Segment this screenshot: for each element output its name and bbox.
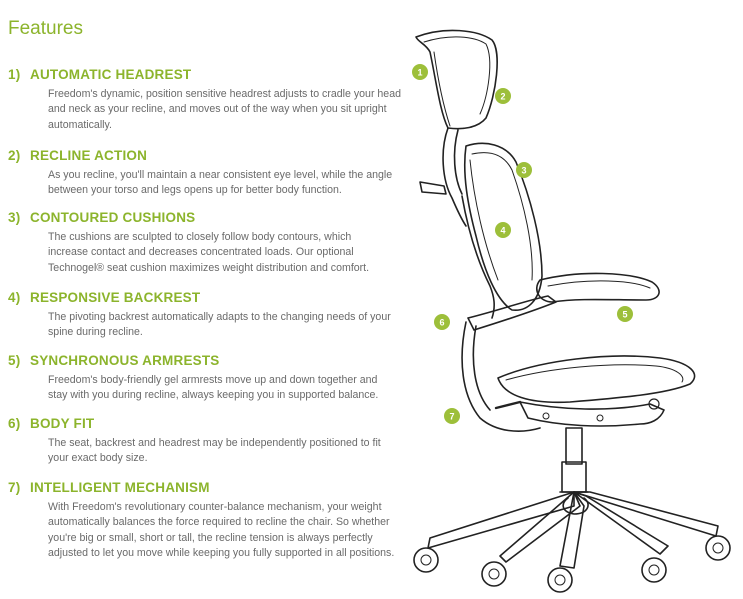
feature-intelligent-mechanism: 7) INTELLIGENT MECHANISM With Freedom's r… [8, 480, 408, 561]
feature-title: BODY FIT [30, 416, 95, 431]
feature-automatic-headrest: 1) AUTOMATIC HEADREST Freedom's dynamic, … [8, 67, 408, 133]
description-line: Technogel® seat cushion maximizes weight… [48, 261, 370, 274]
marker-label: 7 [449, 412, 454, 422]
callout-marker-2: 2 [495, 88, 511, 104]
feature-description: The seat, backrest and headrest may be i… [48, 436, 408, 467]
feature-title: RECLINE ACTION [30, 148, 148, 163]
feature-description: As you recline, you'll maintain a near c… [48, 168, 408, 199]
feature-title: CONTOURED CUSHIONS [30, 210, 196, 225]
feature-title: AUTOMATIC HEADREST [30, 67, 192, 82]
description-line: your exact body size. [48, 452, 148, 465]
feature-heading: 5) SYNCHRONOUS ARMRESTS [8, 353, 408, 368]
description-line: spine during recline. [48, 326, 143, 339]
marker-label: 3 [521, 166, 526, 176]
feature-heading: 1) AUTOMATIC HEADREST [8, 67, 408, 82]
description-line: you're big or small, short or tall, the … [48, 531, 373, 544]
marker-label: 5 [622, 310, 627, 320]
feature-number: 4) [8, 290, 21, 305]
description-line: automatically balances the force require… [48, 516, 390, 529]
feature-number: 1) [8, 67, 21, 82]
headrest-support [442, 127, 467, 227]
description-line: The pivoting backrest automatically adap… [48, 311, 391, 323]
feature-heading: 4) RESPONSIVE BACKREST [8, 290, 408, 305]
description-line: With Freedom's revolutionary counter-bal… [48, 501, 382, 513]
marker-label: 4 [500, 226, 505, 236]
feature-description: Freedom's dynamic, position sensitive he… [48, 87, 408, 133]
description-line: The cushions are sculpted to closely fol… [48, 231, 352, 243]
armrest-link [467, 295, 557, 331]
feature-description: The cushions are sculpted to closely fol… [48, 230, 408, 276]
feature-description: Freedom's body-friendly gel armrests mov… [48, 373, 408, 404]
callout-marker-7: 7 [444, 408, 460, 424]
description-line: Freedom's body-friendly gel armrests mov… [48, 374, 378, 386]
feature-heading: 7) INTELLIGENT MECHANISM [8, 480, 408, 495]
feature-title: RESPONSIVE BACKREST [30, 290, 201, 305]
marker-label: 2 [500, 92, 505, 102]
marker-label: 1 [417, 68, 422, 78]
feature-contoured-cushions: 3) CONTOURED CUSHIONS The cushions are sc… [8, 210, 408, 276]
feature-heading: 2) RECLINE ACTION [8, 148, 408, 163]
description-line: The seat, backrest and headrest may be i… [48, 437, 381, 449]
feature-title: INTELLIGENT MECHANISM [30, 480, 210, 495]
office-chair-illustration: 1 2 3 4 5 6 7 [412, 29, 731, 593]
feature-responsive-backrest: 4) RESPONSIVE BACKREST The pivoting backr… [8, 290, 408, 341]
description-line: As you recline, you'll maintain a near c… [48, 169, 393, 181]
callout-marker-3: 3 [516, 162, 532, 178]
gas-cylinder [565, 427, 583, 465]
description-line: stay with you during recline, always kee… [48, 389, 379, 402]
marker-label: 6 [439, 318, 444, 328]
feature-number: 5) [8, 353, 21, 368]
backrest [463, 142, 543, 311]
description-line: and neck as your recline, and moves out … [48, 103, 387, 116]
callout-marker-4: 4 [495, 222, 511, 238]
description-line: between your torso and legs opens up for… [48, 184, 342, 197]
description-line: adjusted to let you move while keeping y… [48, 546, 395, 559]
callout-marker-6: 6 [434, 314, 450, 330]
feature-heading: 6) BODY FIT [8, 416, 408, 431]
feature-number: 3) [8, 210, 21, 225]
feature-recline-action: 2) RECLINE ACTION As you recline, you'll … [8, 148, 408, 199]
feature-number: 7) [8, 480, 21, 495]
feature-number: 2) [8, 148, 21, 163]
callout-marker-1: 1 [412, 64, 428, 80]
callout-marker-5: 5 [617, 306, 633, 322]
page-title: Features [8, 18, 83, 39]
mechanism [519, 401, 665, 427]
armrest [536, 272, 660, 303]
backrest-frame [461, 195, 495, 319]
description-line: Freedom's dynamic, position sensitive he… [48, 88, 401, 100]
feature-description: The pivoting backrest automatically adap… [48, 310, 408, 341]
seat-frame [461, 321, 541, 432]
feature-title: SYNCHRONOUS ARMRESTS [30, 353, 220, 368]
feature-body-fit: 6) BODY FIT The seat, backrest and headre… [8, 416, 408, 467]
feature-description: With Freedom's revolutionary counter-bal… [48, 500, 408, 561]
chair-base [427, 491, 575, 549]
seat [497, 355, 696, 404]
feature-number: 6) [8, 416, 21, 431]
caster-wheels [413, 535, 731, 593]
headrest [415, 29, 498, 130]
description-line: increase contact and decreases concentra… [48, 246, 354, 259]
description-line: automatically. [48, 118, 112, 131]
feature-heading: 3) CONTOURED CUSHIONS [8, 210, 408, 225]
feature-synchronous-armrests: 5) SYNCHRONOUS ARMRESTS Freedom's body-fr… [8, 353, 408, 404]
